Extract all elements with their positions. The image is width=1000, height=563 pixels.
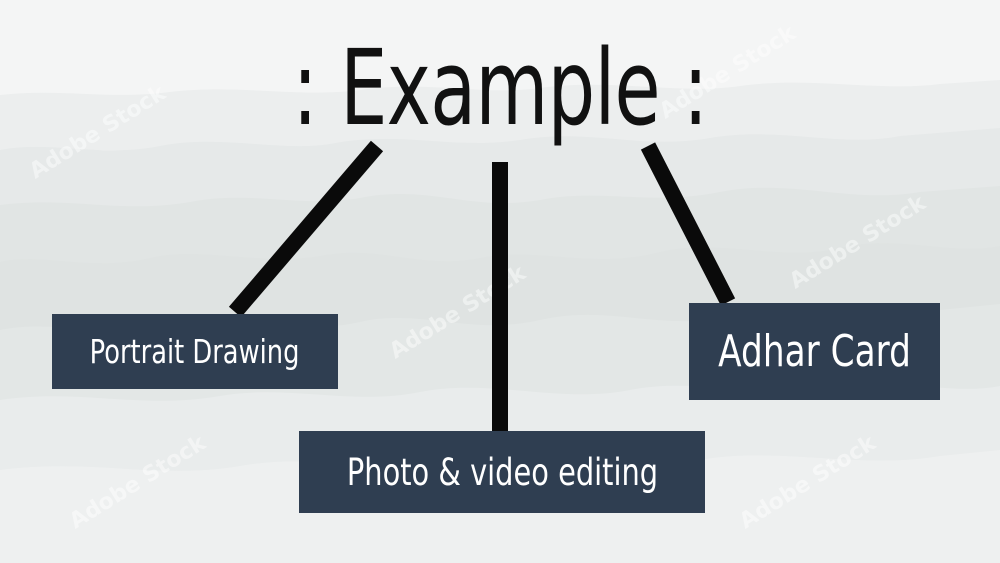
- node-label: Adhar Card: [718, 326, 911, 377]
- connector-line-adhar: [640, 142, 736, 306]
- node-label: Portrait Drawing: [90, 332, 300, 371]
- node-photo-video-editing: Photo & video editing: [299, 431, 705, 513]
- node-adhar-card: Adhar Card: [689, 303, 940, 400]
- node-portrait-drawing: Portrait Drawing: [52, 314, 338, 389]
- diagram-title: : Example :: [292, 27, 708, 149]
- connector-line-portrait: [228, 140, 384, 318]
- node-label: Photo & video editing: [346, 450, 658, 494]
